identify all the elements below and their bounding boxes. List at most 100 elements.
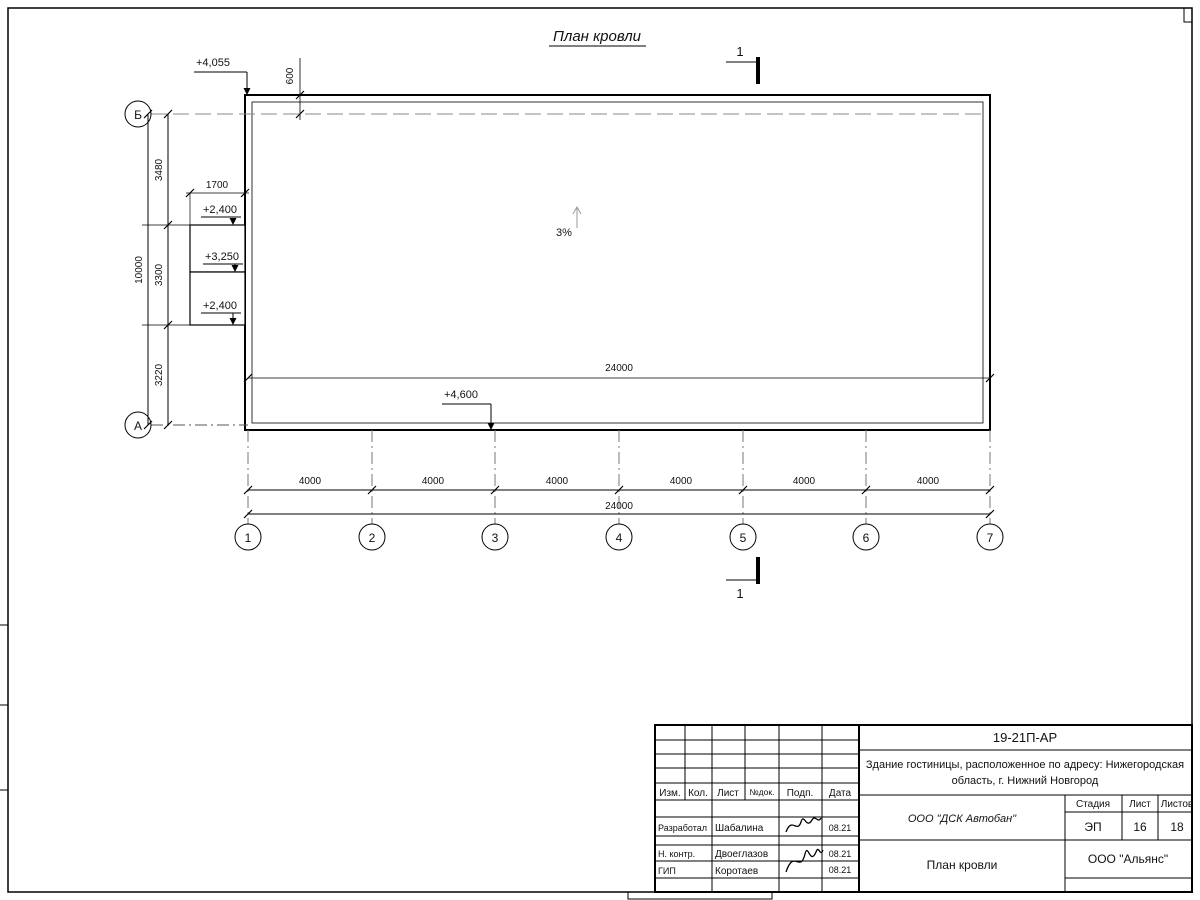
axis-4-bubble	[605, 523, 633, 551]
titleblock-row2-date: 08.21	[829, 849, 852, 859]
axis-7-label: 7	[987, 531, 994, 545]
titleblock-description-line1: Здание гостиницы, расположенное по адрес…	[866, 759, 1184, 771]
axis-7-bubble	[976, 523, 1004, 551]
title-block: Изм. Кол. Лист №док. Подп. Дата Разработ…	[654, 724, 1194, 893]
titleblock-head-ndoc: №док.	[750, 787, 775, 797]
axis-a-bubble	[124, 411, 152, 439]
dimension-canopy: 1700	[185, 180, 250, 225]
titleblock-row1-role: Разработал	[658, 823, 707, 833]
format-strip	[627, 891, 773, 900]
drawing-title: План кровли	[549, 28, 646, 47]
titleblock-doc-number: 19-21П-АР	[993, 730, 1057, 745]
dim-ticks-600	[295, 90, 305, 119]
titleblock-head-izm: Изм.	[659, 788, 680, 799]
axis-2-bubble	[358, 523, 386, 551]
titleblock-row3-name: Коротаев	[715, 866, 758, 877]
drawing-title-label: План кровли	[553, 28, 642, 45]
titleblock-sheet-value: 16	[1133, 820, 1147, 834]
dimension-parapet: 600	[285, 58, 305, 120]
dim-ticks-total	[243, 509, 995, 519]
elevation-canopy-a-arrow	[229, 218, 237, 225]
dim-inner-label: 24000	[605, 363, 633, 374]
axis-a-label: А	[134, 419, 142, 433]
axis-b-bubble	[124, 100, 152, 128]
dim-ticks-spans	[243, 485, 995, 495]
axis-2-label: 2	[369, 531, 376, 545]
elevation-roof-high-arrow	[487, 423, 495, 430]
elevation-canopy-a-label: +2,400	[203, 204, 237, 216]
axis-3-bubble	[481, 523, 509, 551]
titleblock-sheets-label: Листов	[1161, 799, 1194, 810]
titleblock-contractor: ООО "ДСК Автобан"	[908, 813, 1017, 825]
axis-5-label: 5	[740, 531, 747, 545]
dim-ticks-inner	[243, 373, 995, 383]
dim-left-3: 3220	[154, 363, 165, 386]
elevation-roof-high-leader	[442, 403, 492, 424]
elevation-canopy-b-label: +3,250	[205, 251, 239, 263]
dim-ticks-1700	[185, 188, 250, 198]
elevation-roof-low-label: +4,055	[196, 57, 230, 69]
titleblock-stage-label: Стадия	[1076, 799, 1110, 810]
elevation-canopy-b: +3,250	[203, 251, 243, 272]
slope-arrow	[572, 205, 582, 228]
axis-5-bubble	[729, 523, 757, 551]
frame-corner-mark	[1183, 8, 1192, 23]
elevation-roof-low-arrow	[243, 88, 251, 95]
axis-1-bubble	[234, 523, 262, 551]
slope-mark: 3%	[556, 205, 582, 239]
canopy-upper	[189, 224, 246, 273]
dim-ticks-left-chain	[163, 109, 173, 430]
extension-lines-left	[142, 224, 190, 326]
dim-ticks-left-total	[143, 109, 153, 430]
page-frame	[0, 7, 1193, 893]
titleblock-row3-date: 08.21	[829, 865, 852, 875]
titleblock-row1-name: Шабалина	[715, 822, 764, 834]
titleblock-head-data: Дата	[829, 788, 852, 799]
building-outer-wall	[244, 94, 991, 431]
section-mark-top: 1	[726, 44, 760, 84]
dim-left-2: 3300	[154, 263, 165, 286]
section-mark-bottom: 1	[726, 557, 760, 601]
dim-span-2: 4000	[422, 476, 445, 487]
elevation-canopy-c: +2,400	[201, 300, 241, 325]
axis-row-b: Б	[124, 100, 983, 128]
elevation-roof-low-leader	[194, 71, 248, 89]
canopy-lower	[189, 271, 246, 326]
titleblock-description-line2: область, г. Нижний Новгород	[952, 775, 1099, 787]
dim-span-4: 4000	[670, 476, 693, 487]
column-axes: 1 2 3 4 5 6 7	[234, 430, 1004, 551]
elevation-canopy-a: +2,400	[201, 204, 241, 225]
dim-1700-label: 1700	[206, 180, 229, 191]
elevation-canopy-c-label: +2,400	[203, 300, 237, 312]
frame-border	[7, 7, 1193, 893]
dimension-inner-total: 24000	[243, 363, 995, 383]
column-axis-lines	[247, 430, 991, 524]
axis-4-label: 4	[616, 531, 623, 545]
titleblock-head-list: Лист	[717, 788, 739, 799]
dim-left-1: 3480	[154, 158, 165, 181]
dim-total-label: 24000	[605, 501, 633, 512]
frame-binding-ticks	[0, 624, 8, 791]
titleblock-sheet-label: Лист	[1129, 799, 1151, 810]
signature-gip	[785, 848, 824, 873]
axis-6-bubble	[852, 523, 880, 551]
axis-1-label: 1	[245, 531, 252, 545]
titleblock-row1-date: 08.21	[829, 823, 852, 833]
axis-6-label: 6	[863, 531, 870, 545]
elevation-roof-low: +4,055	[194, 57, 251, 95]
titleblock-head-kol: Кол.	[688, 788, 708, 799]
titleblock-row2-name: Двоеглазов	[715, 849, 768, 860]
building-outline	[244, 94, 991, 431]
signature-razrabotal	[785, 817, 822, 833]
dim-span-6: 4000	[917, 476, 940, 487]
section-top-label: 1	[736, 44, 743, 59]
elevation-roof-high: +4,600	[442, 389, 495, 430]
axis-b-label: Б	[134, 108, 142, 122]
titleblock-sheet-title: План кровли	[927, 858, 998, 872]
titleblock-sheets-value: 18	[1170, 820, 1184, 834]
titleblock-row3-role: ГИП	[658, 866, 676, 876]
dim-left-total-label: 10000	[134, 256, 145, 284]
dim-span-5: 4000	[793, 476, 816, 487]
dim-span-1: 4000	[299, 476, 322, 487]
